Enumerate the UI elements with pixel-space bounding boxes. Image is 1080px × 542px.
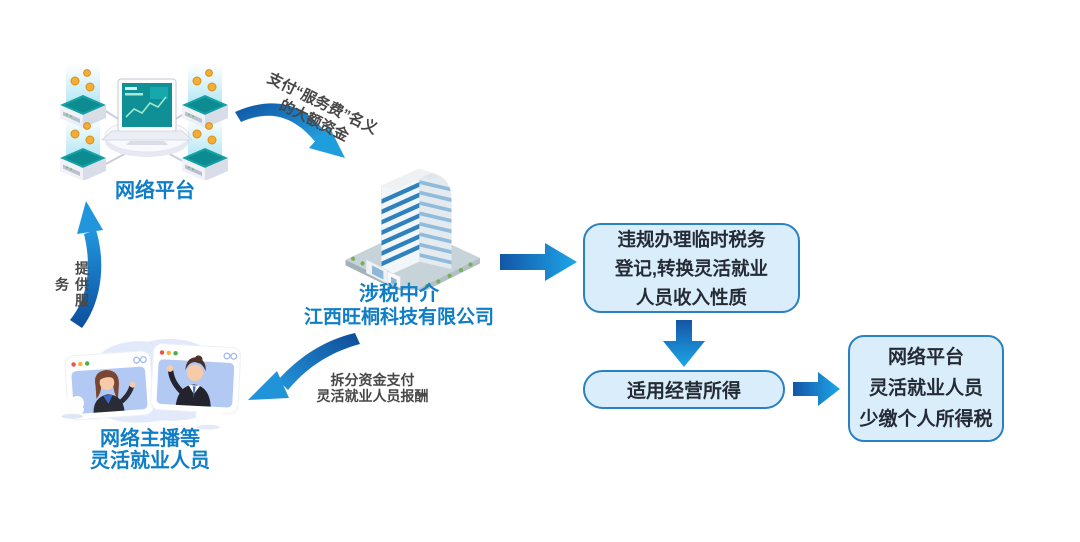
split-flow-label-line2: 灵活就业人员报酬 [316, 387, 429, 404]
split-flow-label-line1: 拆分资金支付 [330, 372, 415, 388]
provide-flow-label: 提供服务 [54, 261, 90, 309]
split-flow-arrow [248, 333, 360, 400]
step1-arrow [500, 243, 577, 281]
workers-label-line2: 灵活就业人员 [90, 450, 210, 472]
registration-box: 违规办理临时税务 登记,转换灵活就业 人员收入性质 [583, 223, 800, 313]
intermediary-company: 江西旺桐科技有限公司 [303, 307, 494, 328]
platform-label: 网络平台 [115, 180, 195, 202]
intermediary-role: 涉税中介 [359, 283, 439, 305]
intermediary-label: 涉税中介 江西旺桐科技有限公司 [294, 283, 504, 330]
provide-flow-arrow [70, 201, 103, 328]
result-line2: 灵活就业人员 [868, 378, 983, 399]
step3-arrow [793, 372, 840, 406]
split-flow-label: 拆分资金支付 灵活就业人员报酬 [305, 372, 440, 404]
step2-arrow [663, 320, 705, 367]
workers-label-line1: 网络主播等 [100, 428, 200, 450]
pay-flow-arrow [235, 103, 345, 158]
network-platform-icon [59, 64, 229, 180]
business-income-label: 适用经营所得 [626, 381, 741, 402]
registration-line3: 人员收入性质 [635, 286, 747, 308]
result-line3: 少缴个人所得税 [859, 409, 993, 430]
workers-label: 网络主播等 灵活就业人员 [48, 428, 252, 472]
business-income-box: 适用经营所得 [583, 370, 785, 409]
result-line1: 网络平台 [887, 347, 964, 368]
result-box: 网络平台 灵活就业人员 少缴个人所得税 [848, 335, 1004, 442]
registration-line1: 违规办理临时税务 [617, 228, 766, 250]
registration-line2: 登记,转换灵活就业 [614, 257, 769, 279]
office-building-icon [345, 168, 480, 290]
livestreamers-icon [60, 338, 242, 430]
